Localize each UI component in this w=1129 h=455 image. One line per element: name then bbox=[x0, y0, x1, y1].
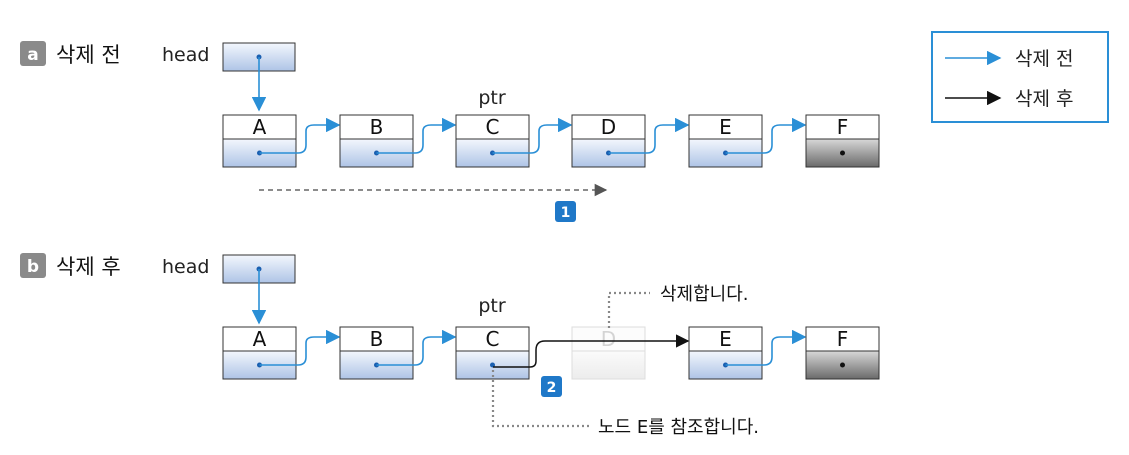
section-a-link-c bbox=[492, 117, 573, 154]
section-b-node-b: B bbox=[339, 326, 414, 380]
section-a-node-f: F bbox=[805, 114, 880, 168]
node-data-cell bbox=[455, 326, 530, 352]
section-b-badge-letter: b bbox=[27, 257, 39, 277]
section-b-step-badge bbox=[541, 376, 562, 397]
section-b-badge bbox=[20, 253, 46, 278]
node-letter: B bbox=[370, 327, 384, 351]
node-data-cell bbox=[571, 326, 646, 352]
section-b-link-b bbox=[376, 329, 457, 366]
section-a-link-e bbox=[725, 117, 807, 154]
node-letter: C bbox=[486, 115, 500, 139]
section-a-ptr-label: ptr bbox=[478, 87, 506, 109]
section-b-deleted-callout bbox=[607, 291, 650, 328]
section-a-link-a bbox=[259, 117, 341, 154]
section-b-node-c: C bbox=[455, 326, 530, 380]
null-pointer-dot bbox=[840, 150, 845, 156]
section-a-node-c: C bbox=[455, 114, 530, 168]
section-b-node-a: A bbox=[222, 326, 297, 380]
section-b-bypass-link bbox=[493, 334, 690, 368]
node-data-cell bbox=[222, 326, 297, 352]
node-data-cell bbox=[455, 114, 530, 140]
node-letter: C bbox=[486, 327, 500, 351]
section-a-node-a: A bbox=[222, 114, 297, 168]
section-b-deleted-note: 삭제합니다. bbox=[660, 284, 749, 305]
section-b-node-e: E bbox=[688, 326, 763, 380]
section-b-head-label: head bbox=[162, 256, 209, 278]
node-data-cell bbox=[571, 114, 646, 140]
section-b-ref-callout bbox=[491, 370, 590, 428]
section-a-title: 삭제 전 bbox=[56, 43, 121, 67]
node-letter: F bbox=[837, 327, 849, 351]
node-letter: E bbox=[719, 115, 732, 139]
section-a-nodes: A B C D E F bbox=[222, 114, 880, 168]
section-a-link-b bbox=[376, 117, 457, 154]
node-letter: F bbox=[837, 115, 849, 139]
section-b-link-e bbox=[725, 329, 807, 366]
section-b-node-d: D bbox=[571, 326, 646, 380]
section-b-ptr-label: ptr bbox=[478, 295, 506, 317]
node-letter: D bbox=[601, 115, 616, 139]
section-a-badge-letter: a bbox=[27, 45, 38, 65]
node-letter: B bbox=[370, 115, 384, 139]
node-data-cell bbox=[688, 114, 763, 140]
section-a-head-label: head bbox=[162, 44, 209, 66]
legend-box bbox=[931, 31, 1109, 123]
section-a-badge bbox=[20, 41, 46, 66]
node-letter: A bbox=[253, 327, 267, 351]
node-link-cell bbox=[571, 350, 646, 380]
section-a-node-b: B bbox=[339, 114, 414, 168]
node-letter: D bbox=[601, 327, 616, 351]
node-letter: A bbox=[253, 115, 267, 139]
null-pointer-dot bbox=[840, 362, 845, 368]
section-b-nodes: A B C D E F bbox=[222, 326, 880, 380]
section-a-node-e: E bbox=[688, 114, 763, 168]
section-b-ref-note: 노드 E를 참조합니다. bbox=[598, 417, 759, 438]
section-b-title: 삭제 후 bbox=[56, 255, 121, 279]
section-a-step-badge bbox=[555, 201, 576, 222]
section-b-step-number: 2 bbox=[547, 380, 557, 396]
section-b-node-f: F bbox=[805, 326, 880, 380]
section-b: b 삭제 후 head ptr A B C D E F 2 삭제합니다. 노드 E를 참조… bbox=[20, 253, 880, 438]
legend: 삭제 전 삭제 후 bbox=[931, 31, 1109, 123]
legend-before-label: 삭제 전 bbox=[1015, 48, 1073, 70]
node-data-cell bbox=[805, 114, 880, 140]
legend-after-label: 삭제 후 bbox=[1015, 88, 1073, 110]
section-a: a 삭제 전 head ptr A B C D E F 1 bbox=[20, 41, 880, 222]
section-a-step-number: 1 bbox=[561, 205, 571, 221]
node-data-cell bbox=[339, 326, 414, 352]
node-letter: E bbox=[719, 327, 732, 351]
section-a-node-d: D bbox=[571, 114, 646, 168]
node-data-cell bbox=[222, 114, 297, 140]
section-b-link-a bbox=[259, 329, 341, 366]
section-a-link-d bbox=[608, 117, 690, 154]
